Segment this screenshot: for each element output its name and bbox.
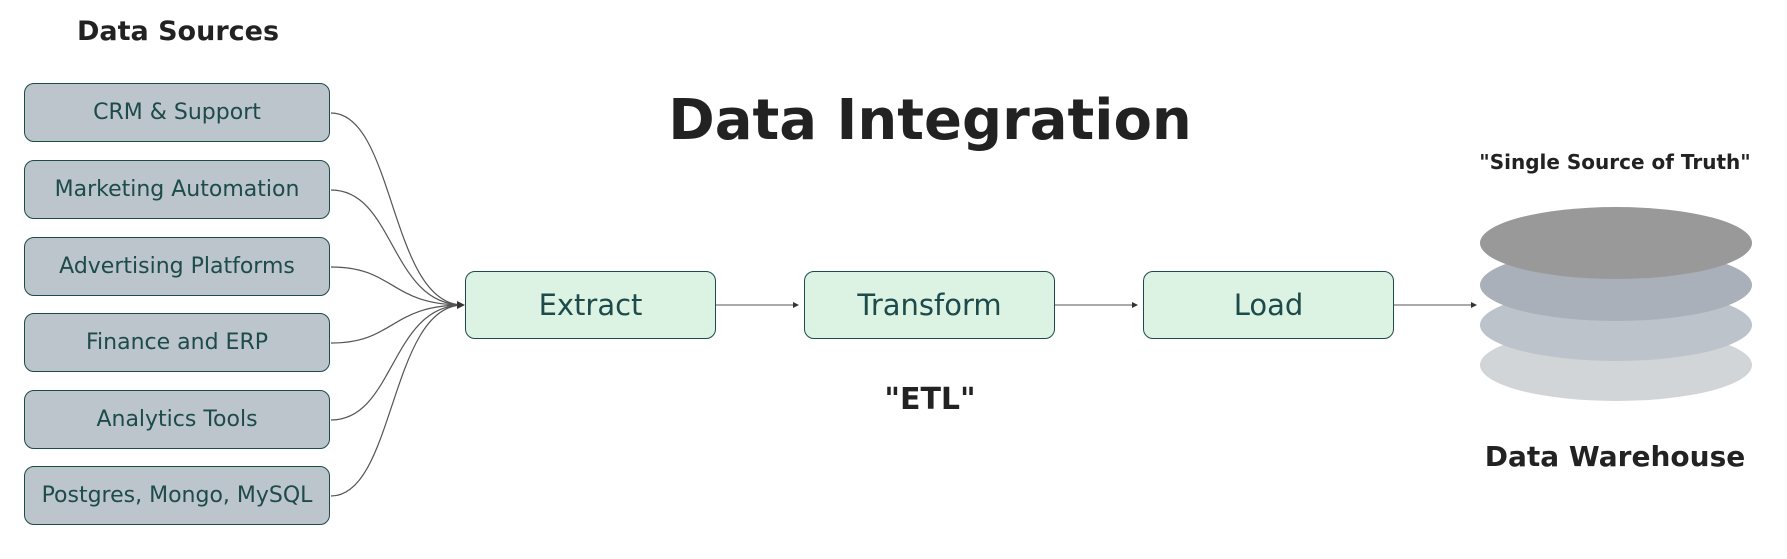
source-advertising-platforms[interactable]: Advertising Platforms: [24, 237, 330, 296]
source-marketing-automation[interactable]: Marketing Automation: [24, 160, 330, 219]
source-label: CRM & Support: [93, 100, 261, 125]
step-extract[interactable]: Extract: [465, 271, 716, 339]
source-crm-support[interactable]: CRM & Support: [24, 83, 330, 142]
connector-finance: [330, 304, 464, 344]
source-analytics-tools[interactable]: Analytics Tools: [24, 390, 330, 449]
extract-arrowhead: [457, 301, 465, 309]
step-load[interactable]: Load: [1143, 271, 1394, 339]
etl-caption: "ETL": [884, 382, 976, 417]
source-databases[interactable]: Postgres, Mongo, MySQL: [24, 466, 330, 525]
connector-crm: [330, 112, 464, 306]
source-label: Marketing Automation: [54, 177, 300, 202]
source-label: Advertising Platforms: [59, 254, 295, 279]
source-label: Postgres, Mongo, MySQL: [41, 483, 313, 508]
page-title: Data Integration: [668, 88, 1192, 153]
connector-databases: [330, 304, 464, 497]
source-label: Finance and ERP: [86, 330, 268, 355]
data-warehouse-label: Data Warehouse: [1484, 440, 1746, 473]
single-source-of-truth-label: "Single Source of Truth": [1479, 150, 1751, 174]
connector-advertising: [330, 266, 464, 306]
connector-marketing: [330, 189, 464, 306]
source-finance-erp[interactable]: Finance and ERP: [24, 313, 330, 372]
warehouse-layer-1: [1480, 207, 1752, 279]
source-label: Analytics Tools: [96, 407, 258, 432]
step-label: Load: [1233, 288, 1304, 322]
step-transform[interactable]: Transform: [804, 271, 1055, 339]
data-sources-heading: Data Sources: [76, 16, 280, 47]
step-label: Transform: [857, 288, 1002, 322]
step-label: Extract: [538, 288, 643, 322]
database-icon: [1480, 207, 1752, 401]
connector-analytics: [330, 304, 464, 421]
